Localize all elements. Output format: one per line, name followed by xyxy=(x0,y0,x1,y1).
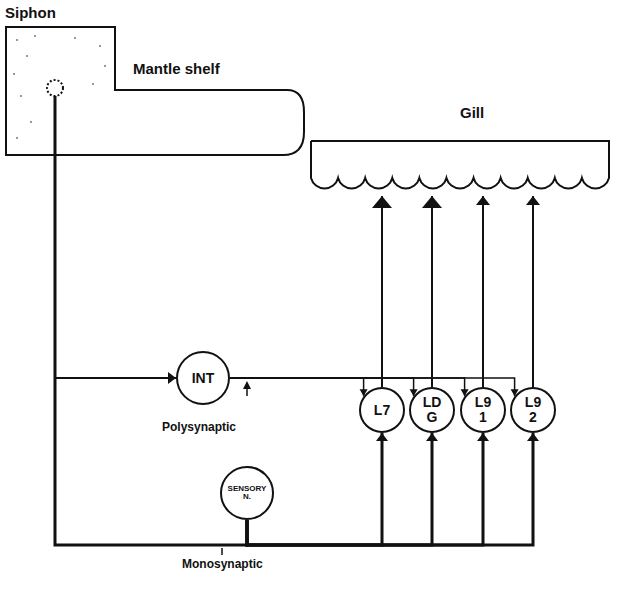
axon-line xyxy=(55,156,247,545)
siphon-mantle-region: SiphonMantle shelf xyxy=(5,26,305,156)
gill-region: Gill xyxy=(310,140,610,196)
sensory-axon xyxy=(247,433,438,545)
siphon-label: Siphon xyxy=(5,4,56,21)
synapse-head xyxy=(376,433,388,441)
neuron-name: LD G xyxy=(421,395,443,424)
sensory-neuron-circle: SENSORY N. xyxy=(220,466,274,520)
polysynaptic-pointer-head xyxy=(243,381,251,389)
gill-label: Gill xyxy=(460,104,484,121)
synapse-head xyxy=(527,433,539,441)
monosynaptic-tick xyxy=(221,548,223,555)
motor-axon xyxy=(476,196,490,387)
sensory-axon xyxy=(55,156,247,545)
axon-line xyxy=(431,196,433,387)
neuron-label-group: L7 xyxy=(374,403,390,418)
neuron-label-group: L9 1 xyxy=(472,395,494,424)
gill-outline xyxy=(310,140,610,196)
neuron-name: L7 xyxy=(374,403,390,418)
axon-line xyxy=(247,433,432,545)
synapse-head xyxy=(372,196,392,208)
axon-line xyxy=(532,196,534,387)
synapse-head xyxy=(422,196,442,208)
neuron-label-group: SENSORY N. xyxy=(226,485,268,502)
mantle-shelf-label: Mantle shelf xyxy=(133,60,220,77)
neuron-name: L9 1 xyxy=(472,395,494,424)
axon-line xyxy=(230,378,364,396)
axon-line xyxy=(482,196,484,387)
synapse-head xyxy=(476,196,490,205)
motor-axon xyxy=(526,196,540,387)
synapse-head xyxy=(526,196,540,205)
neuron-name: INT xyxy=(192,371,215,386)
pathway-label: Polysynaptic xyxy=(160,420,238,434)
synapse-head xyxy=(426,433,438,441)
motor-neuron-circle: L7 xyxy=(359,387,405,433)
motor-neuron-circle: L9 1 xyxy=(460,387,506,433)
interneuron-axon xyxy=(230,378,368,396)
pathway-label: Monosynaptic xyxy=(180,557,265,571)
motor-neuron-circle: LD G xyxy=(409,387,455,433)
axon-line xyxy=(247,433,533,545)
axon-line xyxy=(55,378,247,545)
neuron-label-group: INT xyxy=(192,371,215,386)
sensory-axon xyxy=(247,433,489,545)
synapse-head xyxy=(168,372,176,384)
axon-line xyxy=(381,196,383,387)
motor-axon xyxy=(372,196,392,387)
synapse-head xyxy=(477,433,489,441)
motor-axon xyxy=(422,196,442,387)
neuron-name: SENSORY N. xyxy=(226,485,268,502)
neuron-label-group: L9 2 xyxy=(522,395,544,424)
interneuron-circle: INT xyxy=(176,351,230,405)
axon-line xyxy=(247,433,483,545)
siphon-mantle-outline xyxy=(5,26,305,156)
neuron-name: L9 2 xyxy=(522,395,544,424)
neuron-label-group: LD G xyxy=(421,395,443,424)
sensory-axon xyxy=(247,433,539,545)
motor-neuron-circle: L9 2 xyxy=(510,387,556,433)
